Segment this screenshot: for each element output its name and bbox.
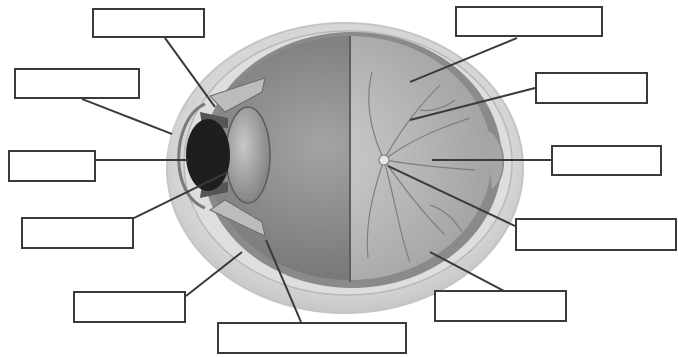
label-box-2[interactable] [14, 68, 140, 99]
leader-line-2 [82, 99, 172, 134]
label-box-3[interactable] [8, 150, 96, 182]
label-box-10[interactable] [515, 218, 677, 251]
label-box-6[interactable] [217, 322, 407, 354]
pupil-anterior-chamber [186, 119, 230, 191]
label-box-8[interactable] [535, 72, 648, 104]
label-box-5[interactable] [73, 291, 186, 323]
label-box-11[interactable] [434, 290, 567, 322]
label-box-1[interactable] [92, 8, 205, 38]
label-box-7[interactable] [455, 6, 603, 37]
label-box-4[interactable] [21, 217, 134, 249]
label-box-9[interactable] [551, 145, 662, 176]
lens [226, 107, 270, 203]
optic-disc [379, 155, 389, 165]
